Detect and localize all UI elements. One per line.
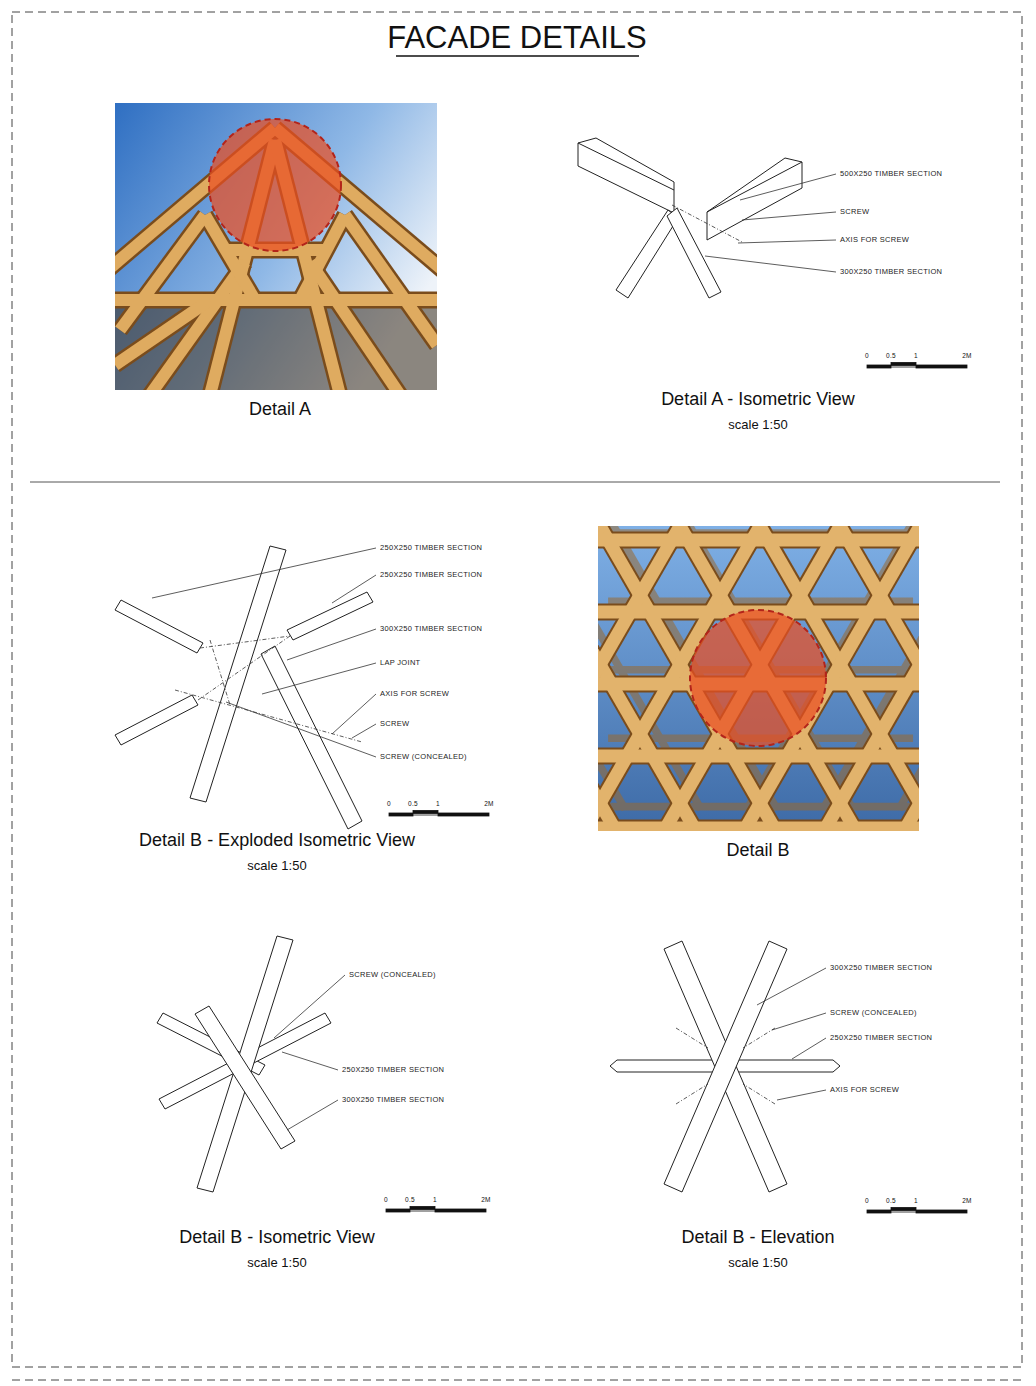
view-title: Detail B - Elevation (681, 1227, 834, 1248)
callout-label: AXIS FOR SCREW (838, 236, 911, 245)
scale-number: 0.5 (884, 1197, 898, 1204)
scale-note: scale 1:50 (728, 418, 787, 433)
scale-number: 0 (385, 800, 393, 807)
scale-note: scale 1:50 (247, 859, 306, 874)
scale-note: scale 1:50 (247, 1256, 306, 1271)
callout-label: 300X250 TIMBER SECTION (828, 964, 934, 973)
scale-number: 2M (482, 800, 496, 807)
callout-label: 300X250 TIMBER SECTION (340, 1096, 446, 1105)
sheet-title: FACADE DETAILS (387, 20, 647, 56)
callout-label: AXIS FOR SCREW (828, 1086, 901, 1095)
scale-number: 2M (479, 1196, 493, 1203)
view-title: Detail B - Isometric View (179, 1227, 375, 1248)
callout-label: LAP JOINT (378, 659, 423, 668)
photo-caption: Detail A (249, 399, 311, 420)
callout-label: 250X250 TIMBER SECTION (378, 544, 484, 553)
scale-number: 1 (431, 1196, 439, 1203)
callout-label: 250X250 TIMBER SECTION (828, 1034, 934, 1043)
scale-number: 0 (863, 1197, 871, 1204)
scale-number: 0 (382, 1196, 390, 1203)
callout-label: 500X250 TIMBER SECTION (838, 170, 944, 179)
scale-number: 1 (912, 352, 920, 359)
callout-label: SCREW (CONCEALED) (378, 753, 469, 762)
scale-number: 0.5 (884, 352, 898, 359)
scale-number: 0.5 (406, 800, 420, 807)
scale-note: scale 1:50 (728, 1256, 787, 1271)
scale-number: 2M (960, 1197, 974, 1204)
scale-number: 0 (863, 352, 871, 359)
callout-label: 250X250 TIMBER SECTION (378, 571, 484, 580)
scale-number: 0.5 (403, 1196, 417, 1203)
view-title: Detail A - Isometric View (661, 389, 855, 410)
callout-label: SCREW (CONCEALED) (828, 1009, 919, 1018)
scale-number: 1 (434, 800, 442, 807)
scale-number: 2M (960, 352, 974, 359)
callout-label: 300X250 TIMBER SECTION (378, 625, 484, 634)
callout-label: AXIS FOR SCREW (378, 690, 451, 699)
callout-label: SCREW (CONCEALED) (347, 971, 438, 980)
view-title: Detail B - Exploded Isometric View (139, 830, 415, 851)
callout-label: SCREW (378, 720, 411, 729)
scale-number: 1 (912, 1197, 920, 1204)
callout-label: SCREW (838, 208, 871, 217)
callout-label: 300X250 TIMBER SECTION (838, 268, 944, 277)
callout-label: 250X250 TIMBER SECTION (340, 1066, 446, 1075)
photo-caption: Detail B (726, 840, 789, 861)
